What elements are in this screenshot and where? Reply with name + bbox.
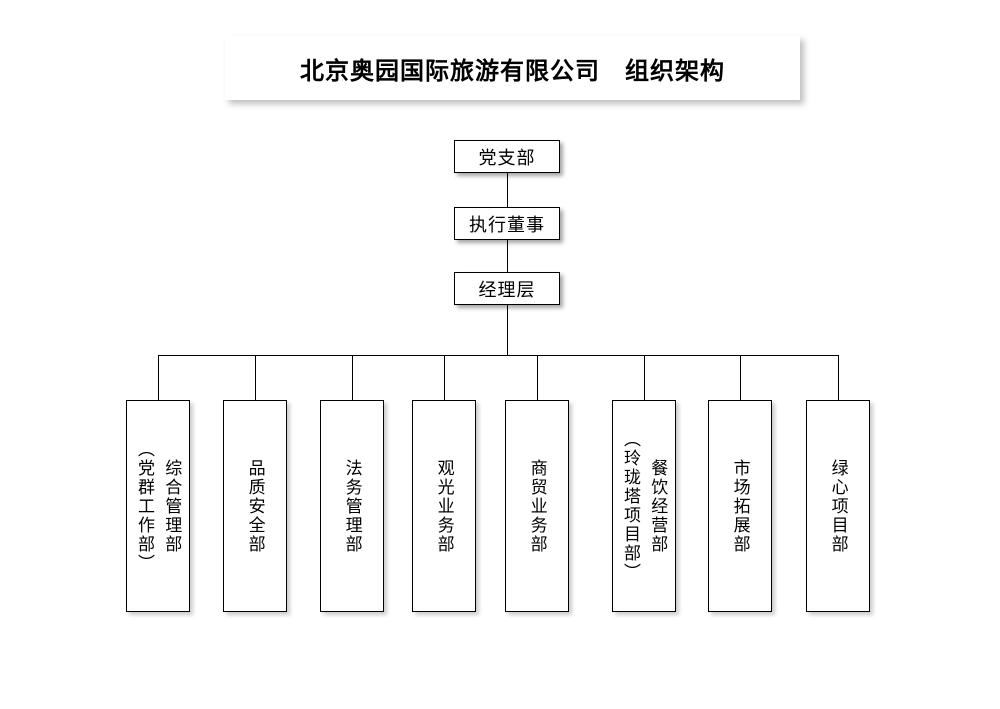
dept-trade-business-label: 商贸业务部	[527, 458, 547, 554]
dept-quality-safety-label: 品质安全部	[245, 458, 265, 554]
node-party-branch: 党支部	[454, 140, 560, 173]
connector-drop-line	[255, 355, 256, 400]
dept-legal-management-label: 法务管理部	[342, 458, 362, 554]
dept-general-management-label: 综合管理部 （党群工作部）	[135, 439, 182, 573]
dept-legal-management: 法务管理部	[320, 400, 384, 612]
chart-title-box: 北京奥园国际旅游有限公司 组织架构	[225, 36, 800, 100]
dept-greenheart-project: 绿心项目部	[806, 400, 870, 612]
connector-drop-line	[537, 355, 538, 400]
connector-line	[507, 240, 508, 272]
dept-catering-operations-label: 餐饮经营部 （玲珑塔项目部）	[621, 430, 668, 582]
dept-sightseeing-business-label: 观光业务部	[434, 458, 454, 554]
node-management-layer-label: 经理层	[478, 279, 536, 300]
chart-title: 北京奥园国际旅游有限公司 组织架构	[300, 58, 725, 85]
dept-quality-safety: 品质安全部	[223, 400, 287, 612]
connector-drop-line	[644, 355, 645, 400]
node-executive-director: 执行董事	[454, 207, 560, 240]
node-executive-director-label: 执行董事	[469, 214, 545, 235]
connector-drop-line	[444, 355, 445, 400]
connector-line	[507, 305, 508, 355]
connector-drop-line	[838, 355, 839, 400]
connector-drop-line	[158, 355, 159, 400]
connector-drop-line	[352, 355, 353, 400]
dept-catering-operations: 餐饮经营部 （玲珑塔项目部）	[612, 400, 676, 612]
node-management-layer: 经理层	[454, 272, 560, 305]
connector-bus-line	[158, 355, 839, 356]
dept-market-expansion-label: 市场拓展部	[730, 458, 750, 554]
connector-drop-line	[740, 355, 741, 400]
dept-trade-business: 商贸业务部	[505, 400, 569, 612]
dept-sightseeing-business: 观光业务部	[412, 400, 476, 612]
dept-greenheart-project-label: 绿心项目部	[828, 458, 848, 554]
dept-general-management: 综合管理部 （党群工作部）	[126, 400, 190, 612]
node-party-branch-label: 党支部	[478, 147, 536, 168]
connector-line	[507, 173, 508, 207]
dept-market-expansion: 市场拓展部	[708, 400, 772, 612]
